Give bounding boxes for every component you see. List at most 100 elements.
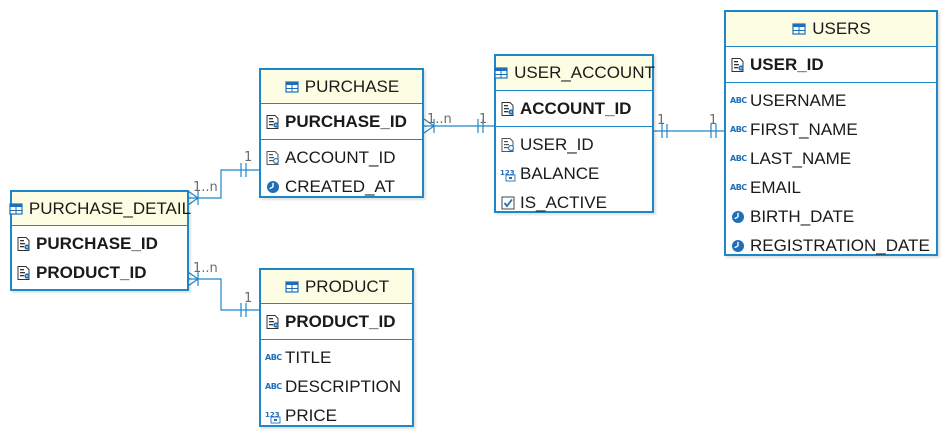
column-name: USER_ID [520, 134, 594, 154]
card-purchase-detail-many-1: 1..n [193, 180, 218, 195]
table-icon [8, 201, 24, 217]
clock-icon [265, 179, 281, 195]
key-column-row[interactable]: USER_ID [726, 50, 936, 79]
columns-section: USER_ID 123 BALANCE IS_ACTIVE [496, 127, 652, 220]
key-column-icon [265, 114, 281, 130]
key-column-row[interactable]: PURCHASE_ID [261, 107, 422, 136]
entity-title: USER_ACCOUNT [514, 63, 655, 82]
key-column-row[interactable]: ACCOUNT_ID [496, 94, 652, 123]
svg-text:123: 123 [265, 411, 280, 419]
column-name: EMAIL [750, 177, 802, 197]
column-name: BALANCE [520, 163, 600, 183]
entity-header[interactable]: USERS [726, 12, 936, 47]
column-name: PRODUCT_ID [285, 311, 396, 331]
entity-title: PURCHASE [304, 76, 400, 96]
column-row[interactable]: IS_ACTIVE [496, 188, 652, 217]
key-column-icon [500, 101, 516, 117]
relation-purchase-detail-purchase[interactable] [187, 163, 259, 206]
column-name: BIRTH_DATE [750, 206, 855, 226]
column-name: CREATED_AT [285, 176, 395, 196]
column-name: ACCOUNT_ID [285, 147, 396, 167]
key-column-icon [265, 314, 281, 330]
card-product-one: 1 [244, 291, 252, 306]
table-icon [284, 279, 300, 295]
column-name: LAST_NAME [750, 148, 852, 168]
foreign-key-column-icon [265, 150, 281, 166]
entity-purchase[interactable]: PURCHASE PURCHASE_ID ACCOUNT_ID CREATED_A… [259, 68, 424, 198]
column-name: USERNAME [750, 90, 847, 110]
text-type-icon: ABC [265, 352, 282, 362]
column-name: DESCRIPTION [285, 376, 402, 396]
column-row[interactable]: CREATED_AT [261, 172, 422, 201]
column-row[interactable]: 123 BALANCE [496, 159, 652, 188]
numeric-icon: 123 [265, 408, 281, 424]
numeric-icon: 123 [500, 166, 516, 182]
entity-title: PURCHASE_DETAIL [28, 198, 192, 218]
card-users-side: 1 [709, 113, 717, 128]
key-column-icon [16, 236, 32, 252]
key-column-row[interactable]: PRODUCT_ID [261, 307, 412, 336]
entity-header[interactable]: PRODUCT [261, 270, 412, 304]
entity-header[interactable]: PURCHASE [261, 70, 422, 104]
key-column-icon [16, 265, 32, 281]
primary-key-section: PURCHASE_ID PRODUCT_ID [12, 226, 187, 291]
table-icon [791, 21, 807, 37]
card-purchase-detail-many-2: 1..n [193, 261, 218, 276]
card-purchase-one: 1 [244, 150, 252, 165]
entity-title: PRODUCT [304, 276, 390, 296]
text-type-icon: ABC [730, 153, 747, 163]
key-column-row[interactable]: PURCHASE_ID [12, 229, 187, 258]
clock-icon [730, 238, 746, 254]
column-name: REGISTRATION_DATE [750, 235, 930, 255]
column-row[interactable]: USER_ID [496, 130, 652, 159]
primary-key-section: USER_ID [726, 47, 936, 83]
table-icon [284, 79, 300, 95]
key-column-icon [730, 57, 746, 73]
card-user-account-one: 1 [479, 112, 487, 127]
svg-text:123: 123 [500, 169, 515, 177]
column-row[interactable]: ACCOUNT_ID [261, 143, 422, 172]
column-row[interactable]: REGISTRATION_DATE [726, 231, 936, 260]
relation-purchase-user-account[interactable] [423, 118, 495, 134]
column-name: PURCHASE_ID [285, 111, 407, 131]
table-icon [493, 65, 509, 81]
entity-purchase-detail[interactable]: PURCHASE_DETAIL PURCHASE_ID PRODUCT_ID [9, 190, 191, 291]
card-user-account-side: 1 [657, 113, 665, 128]
column-name: ACCOUNT_ID [520, 98, 632, 118]
column-name: PRODUCT_ID [36, 262, 147, 282]
card-purchase-many: 1..n [427, 112, 452, 127]
foreign-key-column-icon [500, 137, 516, 153]
text-type-icon: ABC [265, 381, 282, 391]
column-name: PURCHASE_ID [36, 233, 158, 253]
primary-key-section: ACCOUNT_ID [496, 91, 652, 127]
column-row[interactable]: BIRTH_DATE [726, 202, 936, 231]
column-name: TITLE [285, 347, 332, 367]
entity-header[interactable]: USER_ACCOUNT [493, 56, 655, 91]
checkbox-icon [500, 195, 516, 211]
relation-purchase-detail-product[interactable] [187, 271, 259, 317]
column-name: USER_ID [750, 54, 824, 74]
primary-key-section: PURCHASE_ID [261, 104, 422, 140]
columns-section: ACCOUNT_ID CREATED_AT [261, 140, 422, 204]
column-name: FIRST_NAME [750, 119, 858, 139]
relation-user-account-users[interactable] [653, 124, 725, 138]
primary-key-section: PRODUCT_ID [261, 304, 412, 340]
text-type-icon: ABC [730, 124, 747, 134]
entity-user-account[interactable]: USER_ACCOUNT ACCOUNT_ID USER_ID 123 BALANC… [493, 54, 655, 213]
text-type-icon: ABC [730, 182, 747, 192]
key-column-row[interactable]: PRODUCT_ID [12, 258, 187, 287]
entity-header[interactable]: PURCHASE_DETAIL [9, 192, 191, 226]
column-name: IS_ACTIVE [520, 192, 607, 212]
